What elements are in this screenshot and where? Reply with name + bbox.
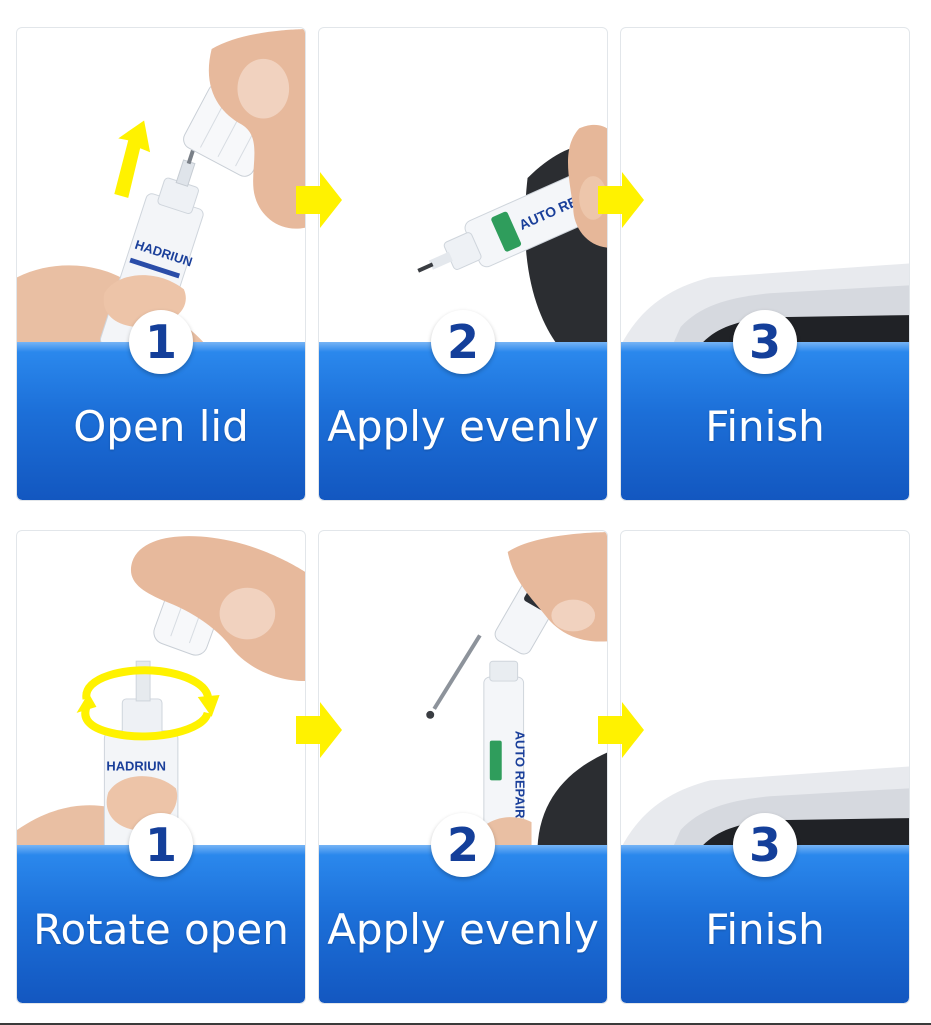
step-panel-finish: 3 Finish bbox=[620, 27, 910, 501]
step-label-block: 3 Finish bbox=[621, 813, 909, 1003]
step-label-block: 2 Apply evenly bbox=[319, 310, 607, 500]
car-finish-photo bbox=[621, 29, 909, 345]
step-number-badge: 3 bbox=[733, 310, 797, 374]
pen-rotate-photo: HADRIUN bbox=[17, 532, 305, 849]
step-label-block: 1 Rotate open bbox=[17, 813, 305, 1003]
car-finish-photo bbox=[621, 532, 909, 848]
step-label: Apply evenly bbox=[327, 402, 599, 451]
step-panel-finish-2: 3 Finish bbox=[620, 530, 910, 1004]
step-label: Finish bbox=[705, 905, 825, 954]
step-label: Finish bbox=[705, 402, 825, 451]
step-label-block: 1 Open lid bbox=[17, 310, 305, 500]
pen-brush-apply-photo: AUTO REPAIR PAINT bbox=[319, 532, 607, 849]
step-number-badge: 2 bbox=[431, 310, 495, 374]
pen-open-lid-photo: HADRIUN bbox=[17, 29, 305, 346]
step-number-badge: 1 bbox=[129, 310, 193, 374]
step-label-block: 2 Apply evenly bbox=[319, 813, 607, 1003]
step-label: Apply evenly bbox=[327, 905, 599, 954]
step-number-badge: 3 bbox=[733, 813, 797, 877]
bottom-divider bbox=[0, 1023, 931, 1025]
step-panel-rotate-open: HADRIUN 1 Rotate open bbox=[16, 530, 306, 1004]
brand-text: HADRIUN bbox=[106, 758, 166, 773]
step-number-badge: 1 bbox=[129, 813, 193, 877]
step-label: Rotate open bbox=[33, 905, 289, 954]
step-label: Open lid bbox=[73, 402, 249, 451]
next-step-arrow-icon bbox=[598, 702, 644, 758]
step-panel-apply-evenly: AUTO REPAIR PAINT 2 Apply evenly bbox=[318, 27, 608, 501]
step-panel-open-lid: HADRIUN 1 Open lid bbox=[16, 27, 306, 501]
next-step-arrow-icon bbox=[598, 172, 644, 228]
next-step-arrow-icon bbox=[296, 172, 342, 228]
pen-apply-photo: AUTO REPAIR PAINT bbox=[319, 29, 607, 345]
step-panel-apply-evenly-brush: AUTO REPAIR PAINT 2 Apply evenly bbox=[318, 530, 608, 1004]
next-step-arrow-icon bbox=[296, 702, 342, 758]
step-number-badge: 2 bbox=[431, 813, 495, 877]
step-label-block: 3 Finish bbox=[621, 310, 909, 500]
